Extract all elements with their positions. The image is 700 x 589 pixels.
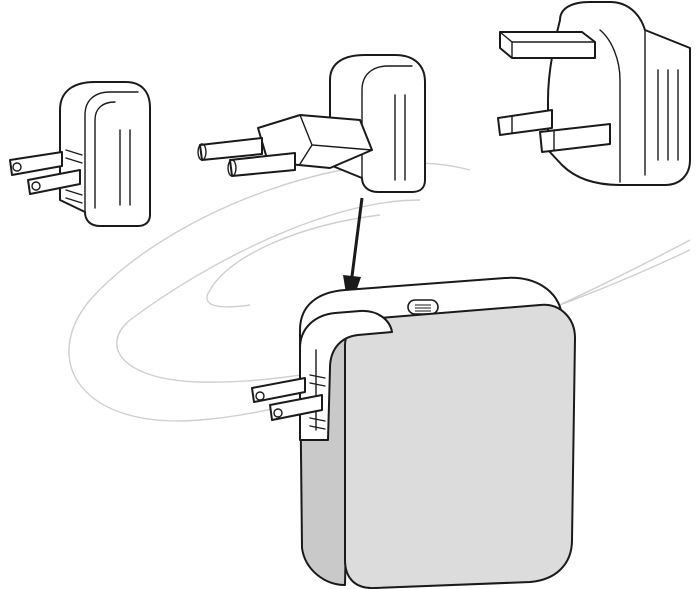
vent-icon [407,299,439,315]
us-plug-adapter [9,81,151,227]
power-adapter-body [251,276,576,589]
eu-plug-adapter [197,54,426,193]
uk-plug-adapter [497,1,691,186]
